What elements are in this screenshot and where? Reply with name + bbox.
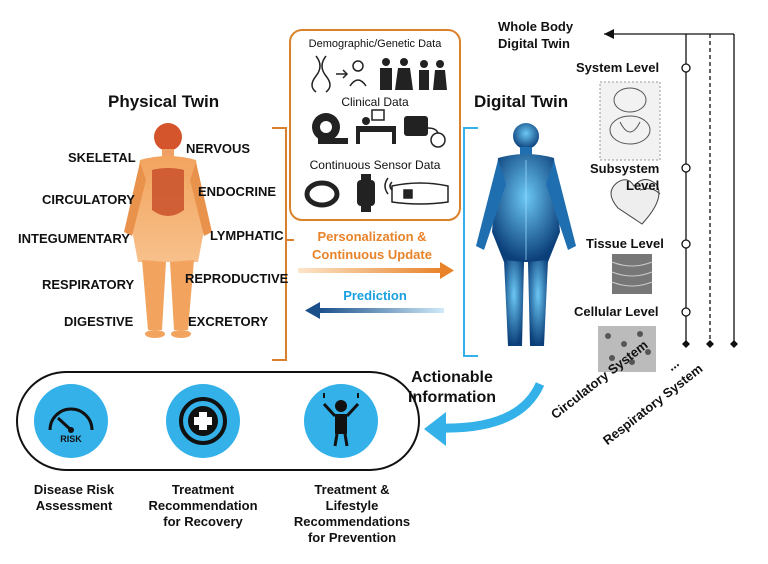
- gauge-risk-text: RISK: [34, 434, 108, 444]
- system-label-circulatory: CIRCULATORY: [42, 192, 135, 207]
- system-label-digestive: DIGESTIVE: [64, 314, 133, 329]
- system-label-nervous: NERVOUS: [186, 141, 250, 156]
- output-recovery-line1: Treatment: [138, 482, 268, 498]
- output-prevention-line1: Treatment &: [278, 482, 426, 498]
- actionable-line2: Information: [408, 388, 496, 408]
- output-label-risk: Disease Risk Assessment: [14, 482, 134, 514]
- whole-body-arrowhead: [604, 29, 614, 39]
- clinical-data-label: Clinical Data: [296, 95, 454, 109]
- tissue-thumbnail: [612, 254, 652, 294]
- demographic-data-label: Demographic/Genetic Data: [296, 38, 454, 50]
- whole-body-label: Whole Body Digital Twin: [498, 18, 573, 52]
- system-diamonds: [682, 340, 738, 348]
- system-label-endocrine: ENDOCRINE: [198, 184, 276, 199]
- output-risk-line2: Assessment: [14, 498, 134, 514]
- whole-body-line1: Whole Body: [498, 18, 573, 35]
- output-risk-line1: Disease Risk: [14, 482, 134, 498]
- personalization-arrow: [298, 262, 454, 279]
- physical-twin-title: Physical Twin: [108, 92, 219, 112]
- subsystem-line2: Level: [590, 177, 659, 194]
- output-prevention-line2: Lifestyle: [278, 498, 426, 514]
- prediction-arrow: [305, 302, 444, 319]
- subsystem-level-label: Subsystem Level: [590, 160, 659, 194]
- sensor-data-label: Continuous Sensor Data: [296, 158, 454, 172]
- system-label-excretory: EXCRETORY: [188, 314, 268, 329]
- risk-assessment-circle: RISK: [34, 384, 108, 458]
- cellular-level-label: Cellular Level: [574, 304, 659, 319]
- system-level-label: System Level: [576, 60, 659, 75]
- system-label-lymphatic: LYMPHATIC: [210, 228, 284, 243]
- output-label-prevention: Treatment & Lifestyle Recommendations fo…: [278, 482, 426, 546]
- personalization-line1: Personalization &: [302, 228, 442, 246]
- medical-cross-icon: [166, 384, 240, 458]
- personalization-label: Personalization & Continuous Update: [302, 228, 442, 264]
- digital-bracket: [464, 128, 478, 356]
- person-icon: [304, 384, 378, 458]
- whole-body-line2: Digital Twin: [498, 35, 573, 52]
- actionable-line1: Actionable: [408, 368, 496, 388]
- system-label-integumentary: INTEGUMENTARY: [18, 231, 130, 246]
- treatment-recovery-circle: [166, 384, 240, 458]
- personalization-line2: Continuous Update: [302, 246, 442, 264]
- system-label-respiratory: RESPIRATORY: [42, 277, 134, 292]
- output-label-recovery: Treatment Recommendation for Recovery: [138, 482, 268, 530]
- subsystem-line1: Subsystem: [590, 160, 659, 177]
- system-label-reproductive: REPRODUCTIVE: [185, 271, 288, 286]
- tissue-level-label: Tissue Level: [586, 236, 664, 251]
- prediction-label: Prediction: [330, 288, 420, 303]
- output-recovery-line3: for Recovery: [138, 514, 268, 530]
- output-prevention-line4: for Prevention: [278, 530, 426, 546]
- actionable-information-label: Actionable Information: [408, 368, 496, 408]
- system-label-skeletal: SKELETAL: [68, 150, 136, 165]
- output-prevention-line3: Recommendations: [278, 514, 426, 530]
- digital-twin-title: Digital Twin: [474, 92, 568, 112]
- prevention-circle: [304, 384, 378, 458]
- output-recovery-line2: Recommendation: [138, 498, 268, 514]
- organ-system-thumbnail: [600, 82, 660, 160]
- digital-body-figure: [476, 123, 576, 346]
- physical-bracket: [272, 128, 286, 360]
- gauge-icon: [34, 384, 108, 458]
